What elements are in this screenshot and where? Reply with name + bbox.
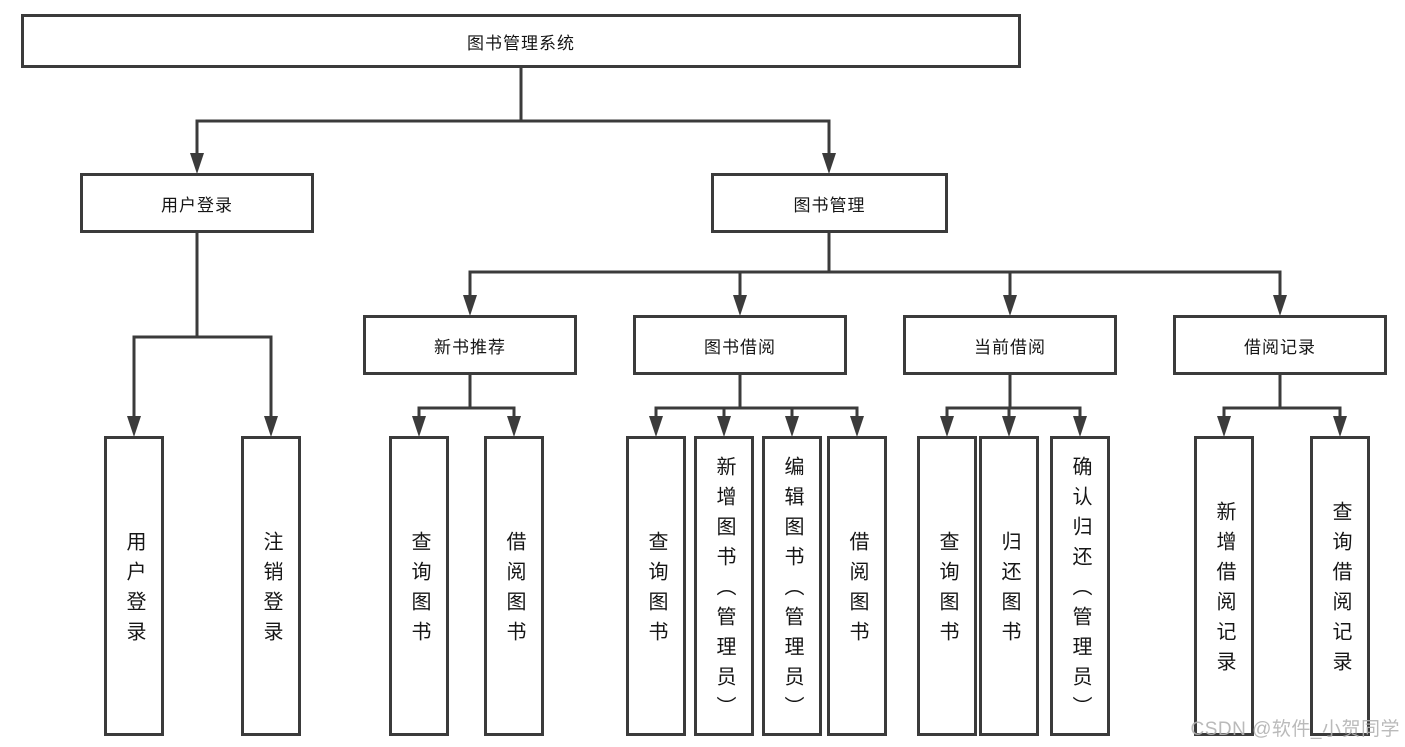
- node-book-borrow: 图书借阅: [633, 315, 847, 375]
- node-current-borrow-label: 当前借阅: [974, 337, 1046, 357]
- node-user-login-label: 用户登录: [161, 195, 233, 215]
- leaf-edit-book-admin: 编辑图书（管理员）: [762, 436, 822, 736]
- leaf-query-books-label: 查询图书: [408, 531, 430, 651]
- node-library-system-label: 图书管理系统: [467, 33, 575, 53]
- leaf-logout: 注销登录: [241, 436, 301, 736]
- leaf-user-login-label: 用户登录: [123, 531, 145, 651]
- leaf-add-borrow-record: 新增借阅记录: [1194, 436, 1254, 736]
- node-user-login: 用户登录: [80, 173, 314, 233]
- leaf-query-books-3-label: 查询图书: [936, 531, 958, 651]
- leaf-add-borrow-record-label: 新增借阅记录: [1213, 501, 1235, 681]
- leaf-add-book-admin-label: 新增图书（管理员）: [713, 456, 735, 726]
- leaf-borrow-books-label: 借阅图书: [503, 531, 525, 651]
- leaf-logout-label: 注销登录: [260, 531, 282, 651]
- node-borrow-records: 借阅记录: [1173, 315, 1387, 375]
- leaf-edit-book-admin-label: 编辑图书（管理员）: [781, 456, 803, 726]
- leaf-borrow-books: 借阅图书: [484, 436, 544, 736]
- leaf-borrow-books-2: 借阅图书: [827, 436, 887, 736]
- node-book-management-label: 图书管理: [793, 195, 866, 215]
- leaf-return-book: 归还图书: [979, 436, 1039, 736]
- leaf-query-books-2-label: 查询图书: [645, 531, 667, 651]
- node-new-book-recommend-label: 新书推荐: [434, 337, 506, 357]
- node-book-borrow-label: 图书借阅: [704, 337, 776, 357]
- leaf-add-book-admin: 新增图书（管理员）: [694, 436, 754, 736]
- leaf-query-books-3: 查询图书: [917, 436, 977, 736]
- node-book-management: 图书管理: [711, 173, 948, 233]
- node-new-book-recommend: 新书推荐: [363, 315, 577, 375]
- node-library-system: 图书管理系统: [21, 14, 1021, 68]
- leaf-query-books: 查询图书: [389, 436, 449, 736]
- connector-segments: [132, 68, 1342, 431]
- leaf-confirm-return-admin: 确认归还（管理员）: [1050, 436, 1110, 736]
- leaf-query-borrow-record: 查询借阅记录: [1310, 436, 1370, 736]
- node-current-borrow: 当前借阅: [903, 315, 1117, 375]
- node-borrow-records-label: 借阅记录: [1244, 337, 1316, 357]
- watermark: CSDN @软件_小贺同学: [1190, 719, 1400, 740]
- leaf-query-books-2: 查询图书: [626, 436, 686, 736]
- leaf-return-book-label: 归还图书: [998, 531, 1020, 651]
- leaf-user-login: 用户登录: [104, 436, 164, 736]
- leaf-borrow-books-2-label: 借阅图书: [846, 531, 868, 651]
- leaf-query-borrow-record-label: 查询借阅记录: [1329, 501, 1351, 681]
- leaf-confirm-return-admin-label: 确认归还（管理员）: [1069, 456, 1091, 726]
